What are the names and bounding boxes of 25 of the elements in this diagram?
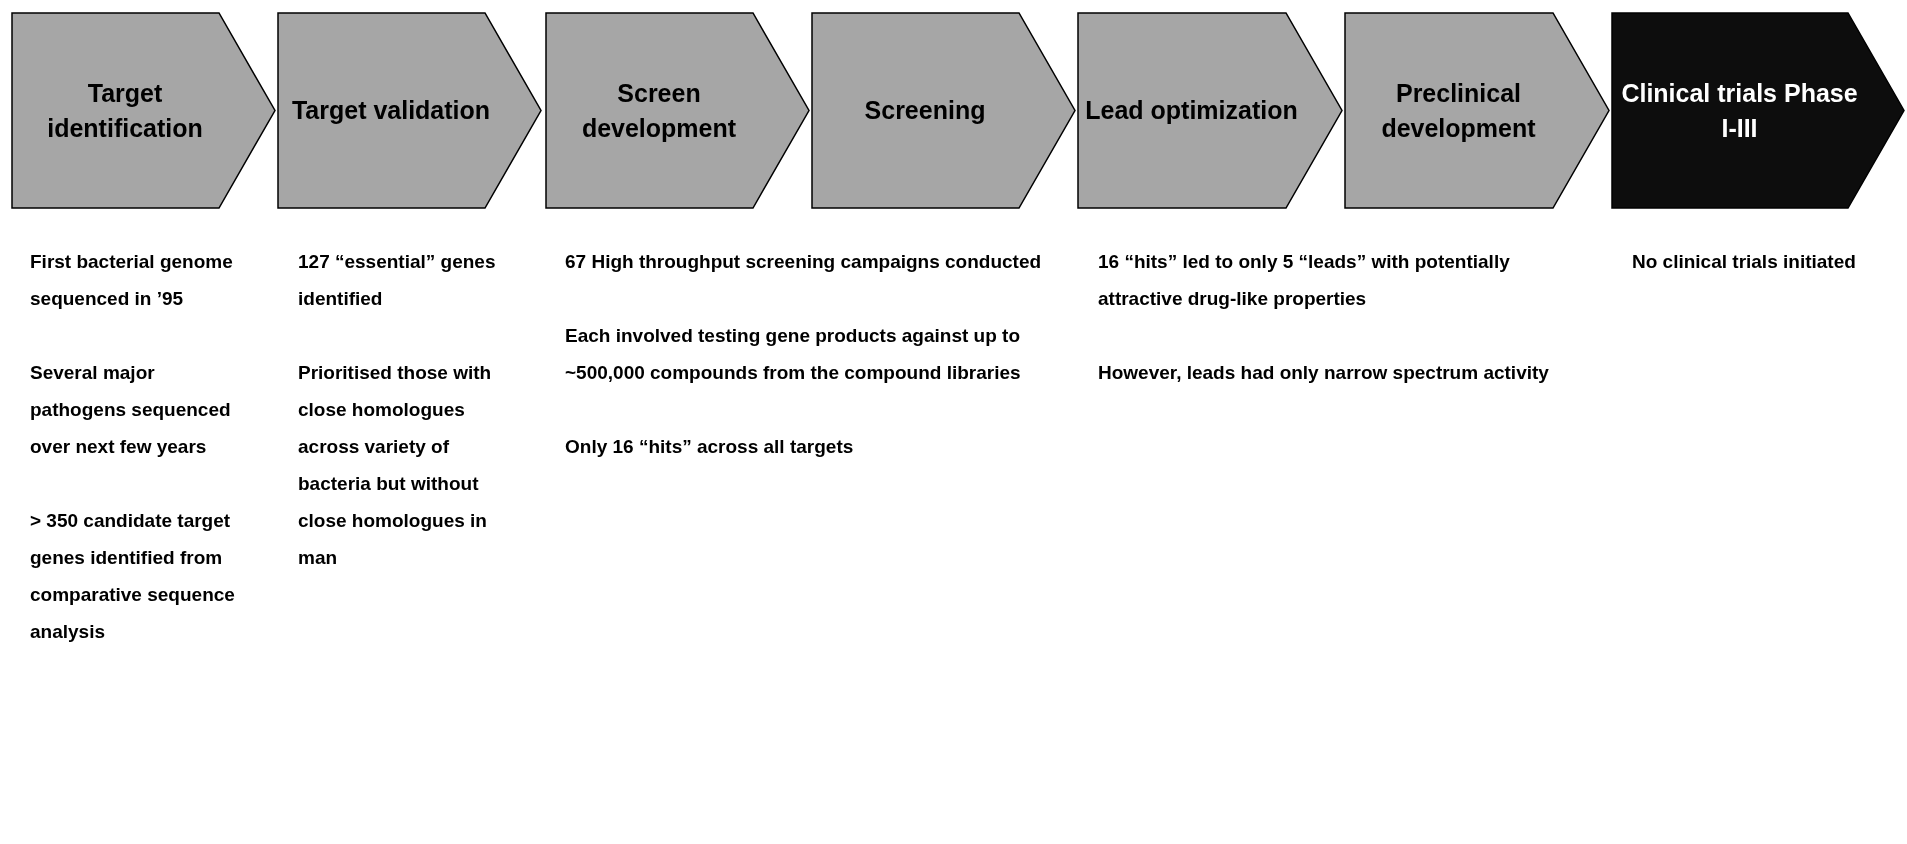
description-text: Prioritised those with close homologues across variety of bacteria but without close homologues in man (298, 361, 493, 570)
description-text: 127 “essential” genes identified (298, 250, 497, 311)
description-text: 67 High throughput screening campaigns conducted (565, 250, 1043, 274)
step-title: Lead optimization (1084, 95, 1299, 126)
chevron-step (277, 12, 542, 209)
description-text: First bacterial genome sequenced in ’95 (30, 250, 234, 311)
step-title: Target validation (290, 95, 492, 126)
description-text: 16 “hits” led to only 5 “leads” with potentially attractive drug-like properties (1098, 250, 1511, 311)
description-text: Only 16 “hits” across all targets (565, 435, 855, 459)
chevron-step (545, 12, 810, 209)
step-title: Screen development (580, 77, 738, 144)
description-text: > 350 candidate target genes identified from comparative sequence analysis (30, 509, 235, 644)
description-text: Each involved testing gene products against up to ~500,000 compounds from the compound libraries (565, 324, 1022, 385)
description-text: Several major pathogens sequenced over next few years (30, 361, 232, 459)
step-title: Clinical trials Phase I-III (1620, 77, 1859, 144)
description-text: No clinical trials initiated (1632, 250, 1857, 274)
step-title: Screening (863, 95, 987, 126)
description-text: However, leads had only narrow spectrum activity (1098, 361, 1550, 385)
chevron-step (811, 12, 1076, 209)
step-title: Target identification (46, 77, 204, 144)
chevron-step (1611, 12, 1905, 209)
chevron-step (1077, 12, 1343, 209)
chevron-step (1344, 12, 1610, 209)
step-title: Preclinical development (1380, 77, 1537, 144)
chevron-step (11, 12, 276, 209)
